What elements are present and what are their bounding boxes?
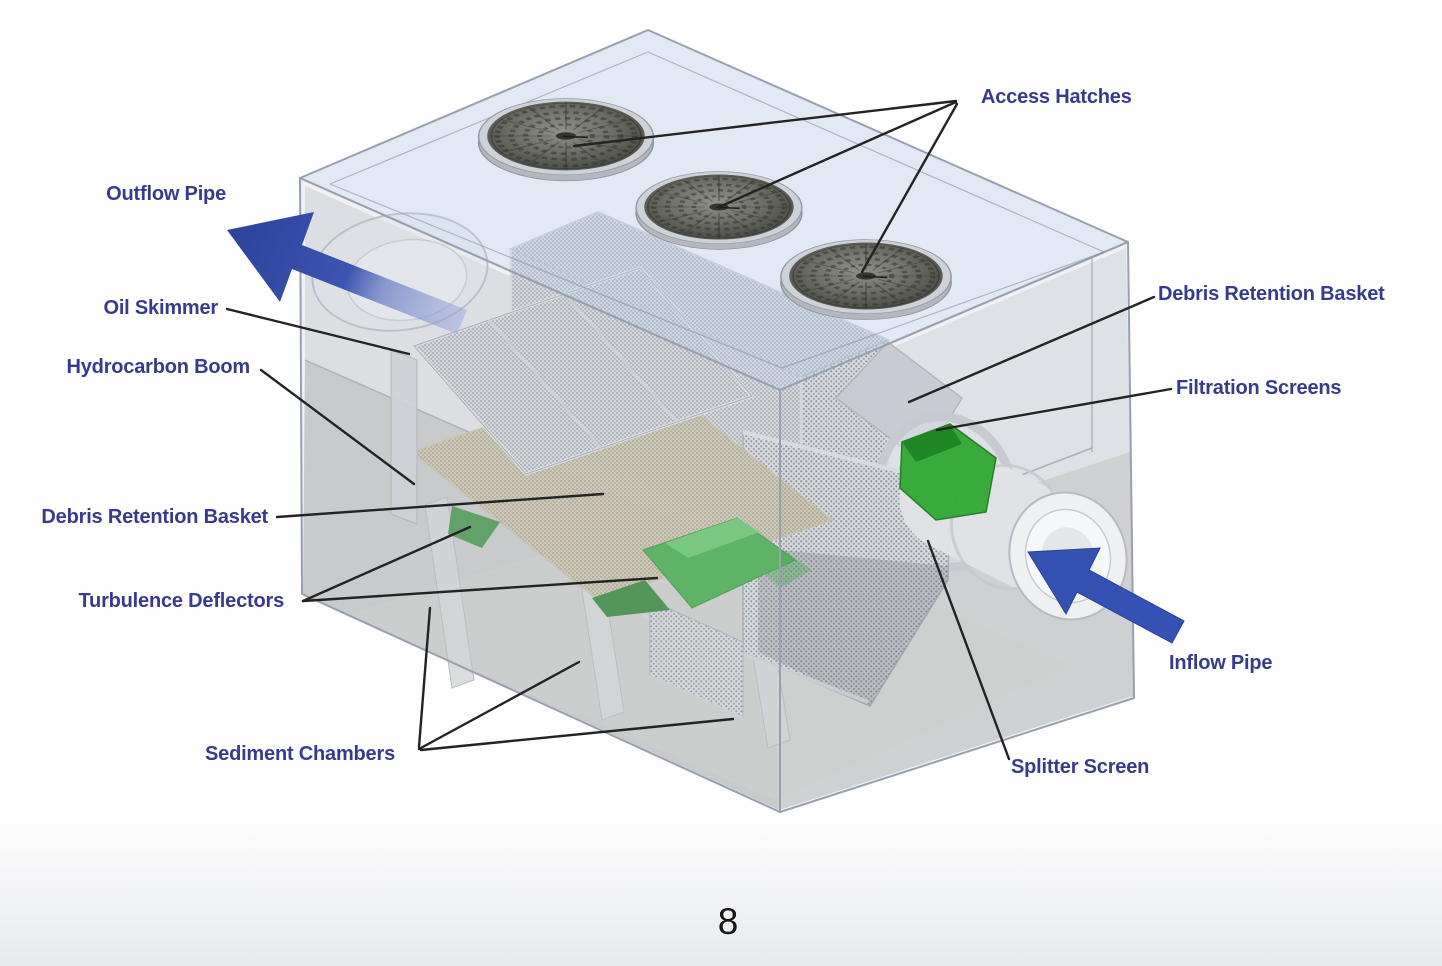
leader-filtration-screens — [935, 387, 1173, 432]
leader-sediment-3 — [419, 717, 735, 752]
inflow-deflector — [899, 423, 997, 521]
access-hatch-2 — [636, 172, 802, 250]
label-turbulence-deflectors: Turbulence Deflectors — [78, 590, 285, 612]
label-hydrocarbon-boom: Hydrocarbon Boom — [66, 356, 251, 378]
vault-outer-shell — [299, 29, 1135, 813]
label-splitter-screen: Splitter Screen — [1011, 756, 1150, 778]
leader-splitter-screen — [926, 539, 1011, 761]
leader-oil-skimmer — [225, 307, 411, 356]
lower-screen-panel — [649, 599, 744, 720]
leader-sediment-2 — [417, 660, 581, 751]
turbulence-deflectors-group — [448, 506, 812, 617]
label-filtration-screens: Filtration Screens — [1176, 377, 1342, 399]
leader-access-hatch-1 — [572, 99, 958, 148]
shell-inner-rim — [329, 51, 1105, 369]
label-outflow-pipe: Outflow Pipe — [106, 183, 226, 205]
leader-hydrocarbon-boom — [259, 368, 416, 486]
leader-debris-basket-right — [907, 295, 1156, 404]
leader-access-hatch-2 — [717, 100, 958, 209]
leader-turbulence-2 — [301, 576, 659, 603]
leader-sediment-1 — [417, 606, 432, 749]
label-debris-retention-basket-left: Debris Retention Basket — [41, 506, 268, 528]
label-inflow-pipe: Inflow Pipe — [1169, 652, 1273, 674]
page-number: 8 — [717, 901, 739, 942]
access-hatch-3 — [781, 240, 951, 320]
leader-debris-basket-left — [275, 492, 605, 519]
leader-turbulence-1 — [301, 525, 472, 603]
leader-lines — [225, 99, 1173, 761]
label-debris-retention-basket-right: Debris Retention Basket — [1158, 283, 1385, 305]
turbulence-deflector-dark-wedge — [592, 580, 670, 617]
label-oil-skimmer: Oil Skimmer — [103, 297, 218, 319]
label-sediment-chambers: Sediment Chambers — [205, 743, 395, 765]
label-access-hatches: Access Hatches — [981, 86, 1132, 108]
outflow-arrow-icon — [227, 212, 467, 334]
turbulence-deflector-main-highlight — [665, 518, 760, 558]
leader-access-hatch-3 — [860, 102, 959, 274]
inflow-arrow-icon — [1027, 547, 1185, 644]
turbulence-deflector-left — [448, 506, 500, 548]
